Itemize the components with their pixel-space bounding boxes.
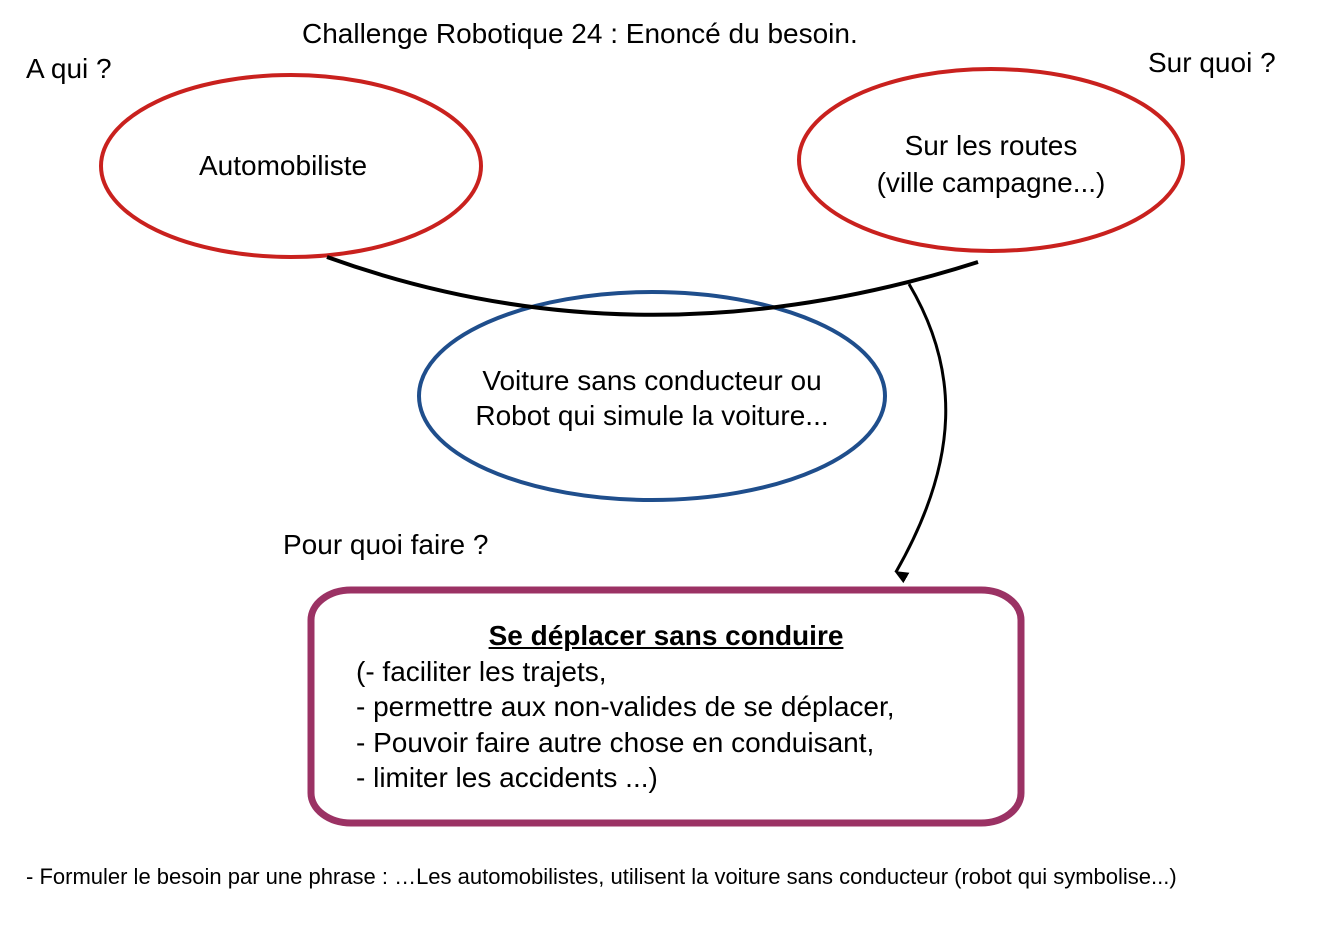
product-line: Voiture sans conducteur ou	[482, 365, 822, 396]
matter-node-shape	[797, 67, 1185, 253]
product-line: Robot qui simule la voiture...	[475, 400, 829, 431]
need-arrow	[894, 283, 948, 584]
product-node-shape	[417, 290, 887, 502]
horn-connector	[326, 255, 979, 317]
question-what-on: Sur quoi ?	[1148, 47, 1276, 78]
matter-node-label: Sur les routes (ville campagne...)	[841, 127, 1141, 201]
user-node-shape	[99, 73, 483, 259]
footer-need-sentence: - Formuler le besoin par une phrase : …L…	[26, 864, 1177, 889]
matter-line: Sur les routes	[904, 130, 1078, 161]
need-item: - Pouvoir faire autre chose en conduisan…	[356, 726, 875, 758]
matter-line: (ville campagne...)	[876, 167, 1106, 198]
user-node-label: Automobiliste	[199, 150, 368, 181]
need-item: (- faciliter les trajets,	[356, 655, 607, 687]
question-what-for: Pour quoi faire ?	[283, 529, 489, 560]
need-item: - permettre aux non-valides de se déplac…	[356, 691, 895, 722]
diagram-title: Challenge Robotique 24 : Enoncé du besoi…	[302, 18, 858, 49]
need-box-shape	[307, 586, 1025, 827]
question-who: A qui ?	[26, 53, 112, 84]
need-heading: Se déplacer sans conduire	[488, 620, 844, 651]
need-box: Se déplacer sans conduire (- faciliter l…	[356, 618, 1024, 796]
need-item: - limiter les accidents ...)	[356, 762, 658, 793]
product-node-label: Voiture sans conducteur ou Robot qui sim…	[432, 363, 872, 433]
